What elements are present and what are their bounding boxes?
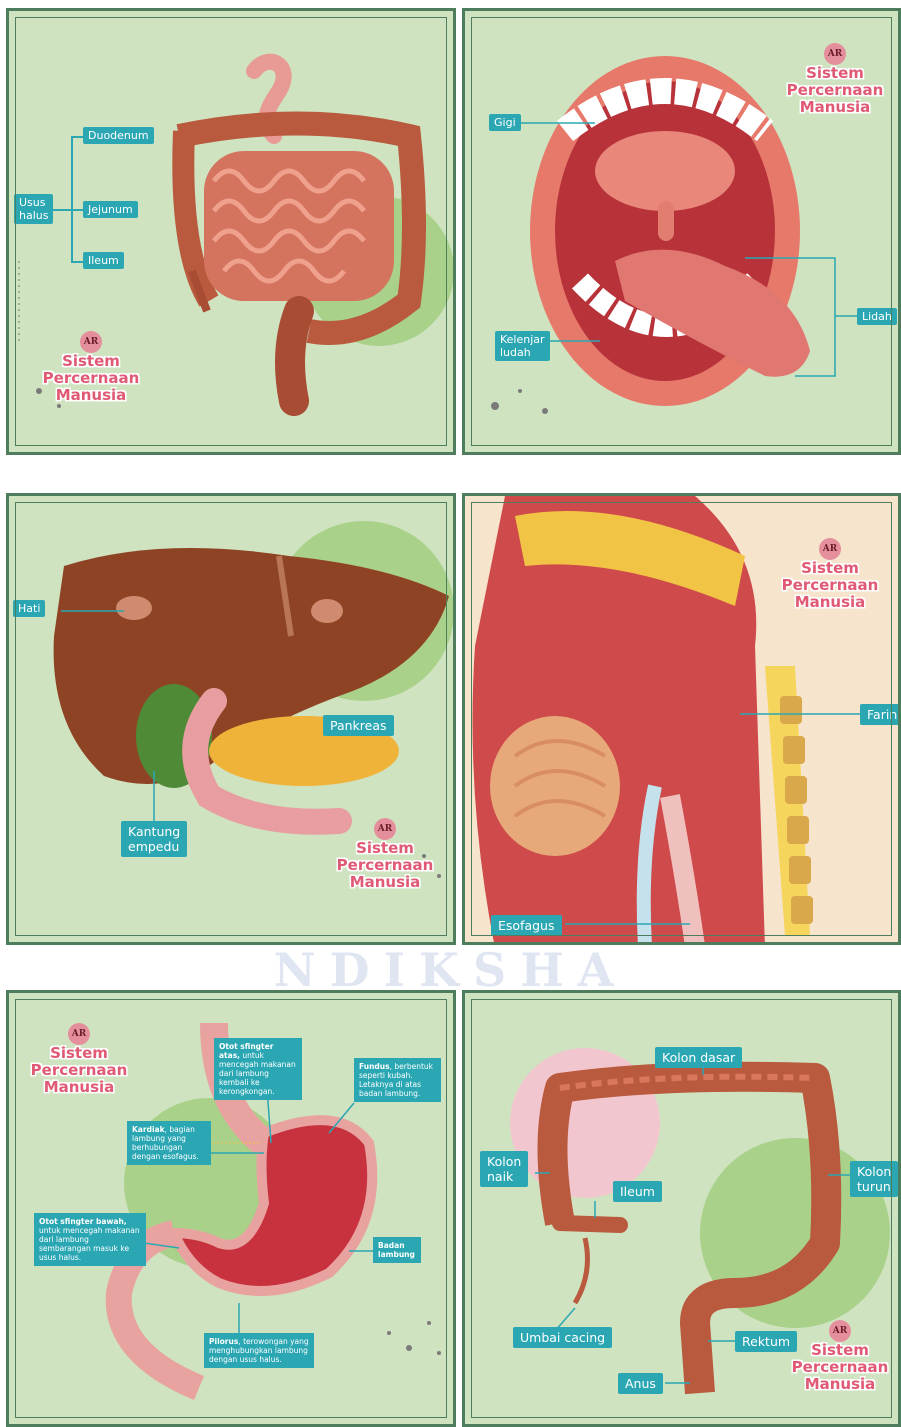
brand-title-line: Sistem <box>780 1342 900 1359</box>
brand-title-line: Sistem <box>770 560 890 577</box>
kantung-empedu-label: Kantung empedu <box>121 821 187 857</box>
note-term: Otot sfingter bawah, <box>39 1217 127 1226</box>
umbai-cacing-label: Umbai cacing <box>513 1327 612 1348</box>
brand-mark: AR <box>829 1320 851 1342</box>
brand-title-line: Sistem <box>19 1045 139 1062</box>
pankreas-label: Pankreas <box>323 715 394 736</box>
brand-logo: AR Sistem Percernaan Manusia <box>770 536 890 611</box>
jejunum-label: Jejunum <box>83 201 138 218</box>
brand-title-line: Manusia <box>780 1376 900 1393</box>
lower-sphincter-note: Otot sfingter bawah, untuk mencegah maka… <box>34 1213 146 1266</box>
panel-small-intestine: Usus halus Duodenum Jejunum Ileum AR Sis… <box>6 8 456 455</box>
panel-stomach: Otot sfingter atas, untuk mencegah makan… <box>6 990 456 1427</box>
note-term: Pilorus <box>209 1337 238 1346</box>
anus-label: Anus <box>618 1373 663 1394</box>
note-term: Kardiak <box>132 1125 165 1134</box>
gigi-label: Gigi <box>489 114 521 131</box>
upper-sphincter-note: Otot sfingter atas, untuk mencegah makan… <box>214 1038 302 1100</box>
brand-mark: AR <box>374 818 396 840</box>
panel-colon: Kolon dasar Kolon naik Kolon turun Ileum… <box>462 990 901 1427</box>
ileum-label: Ileum <box>83 252 124 269</box>
panel-throat: Faring Esofagus AR Sistem Percernaan Man… <box>462 493 901 945</box>
brand-title-line: Sistem <box>325 840 445 857</box>
ileum-label: Ileum <box>613 1181 662 1202</box>
brand-logo: AR Sistem Percernaan Manusia <box>780 1318 900 1393</box>
brand-mark: AR <box>824 43 846 65</box>
esofagus-label: Esofagus <box>491 915 562 936</box>
brand-title-line: Sistem <box>31 353 151 370</box>
note-text: untuk mencegah makanan dari lambung semb… <box>39 1226 140 1262</box>
note-term: Badan lambung <box>378 1241 415 1259</box>
brand-title-line: Percernaan <box>775 82 895 99</box>
panel-mouth: Gigi Kelenjar ludah Lidah AR Sistem Perc… <box>462 8 901 455</box>
cardia-note: Kardiak, bagian lambung yang berhubungan… <box>127 1121 211 1165</box>
hati-label: Hati <box>13 600 45 617</box>
lidah-label: Lidah <box>857 308 897 325</box>
brand-title-line: Manusia <box>325 874 445 891</box>
brand-title-line: Percernaan <box>780 1359 900 1376</box>
fundus-note: Fundus, berbentuk seperti kubah. Letakny… <box>354 1058 441 1102</box>
brand-mark: AR <box>819 538 841 560</box>
brand-title-line: Percernaan <box>770 577 890 594</box>
brand-title-line: Percernaan <box>31 370 151 387</box>
brand-logo: AR Sistem Percernaan Manusia <box>775 41 895 116</box>
faring-label: Faring <box>860 704 901 725</box>
brand-logo: AR Sistem Percernaan Manusia <box>19 1021 139 1096</box>
brand-title-line: Manusia <box>775 99 895 116</box>
brand-logo: AR Sistem Percernaan Manusia <box>31 329 151 404</box>
watermark-text: NDIKSHA <box>274 943 628 997</box>
kolon-naik-label: Kolon naik <box>480 1151 528 1187</box>
pylorus-note: Pilorus, terowongan yang menghubungkan l… <box>204 1333 314 1368</box>
brand-title-line: Sistem <box>775 65 895 82</box>
brand-title-line: Manusia <box>19 1079 139 1096</box>
brand-title-line: Manusia <box>770 594 890 611</box>
brand-title-line: Manusia <box>31 387 151 404</box>
brand-title-line: Percernaan <box>325 857 445 874</box>
body-note: Badan lambung <box>373 1237 421 1263</box>
panel-liver: Hati Pankreas Kantung empedu AR Sistem P… <box>6 493 456 945</box>
brand-mark: AR <box>68 1023 90 1045</box>
kelenjar-ludah-label: Kelenjar ludah <box>495 331 550 361</box>
kolon-dasar-label: Kolon dasar <box>655 1047 742 1068</box>
brand-logo: AR Sistem Percernaan Manusia <box>325 816 445 891</box>
usus-halus-label: Usus halus <box>14 194 53 224</box>
duodenum-label: Duodenum <box>83 127 154 144</box>
brand-mark: AR <box>80 331 102 353</box>
kolon-turun-label: Kolon turun <box>850 1161 898 1197</box>
brand-title-line: Percernaan <box>19 1062 139 1079</box>
note-term: Fundus <box>359 1062 390 1071</box>
